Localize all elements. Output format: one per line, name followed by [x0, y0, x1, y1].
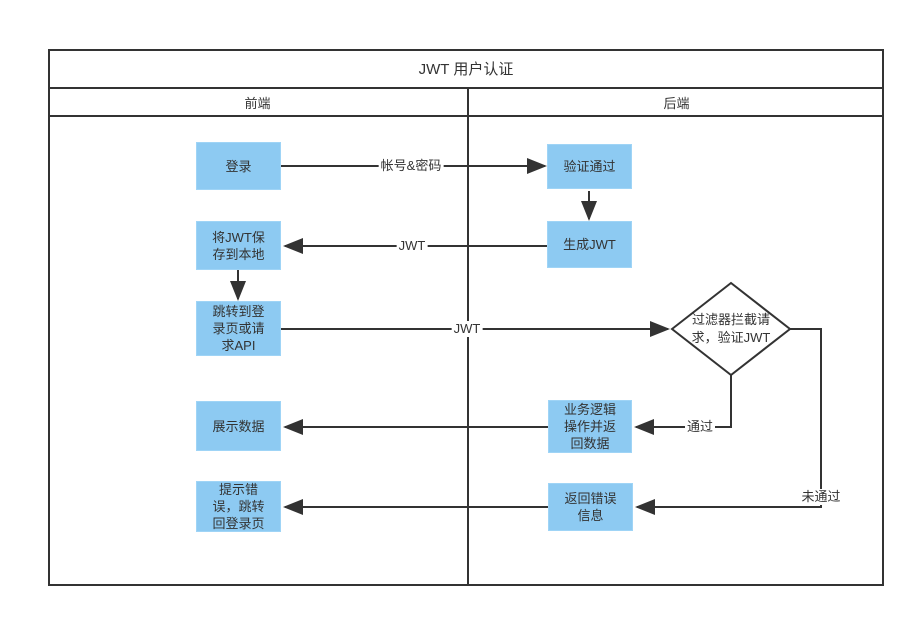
- node-business-logic: 业务逻辑 操作并返 回数据: [548, 400, 632, 453]
- node-redirect-or-request-api: 跳转到登 录页或请 求API: [196, 301, 281, 356]
- edge-label-fail: 未通过: [799, 489, 843, 505]
- edge-label-credentials: 帐号&密码: [378, 158, 444, 174]
- node-filter-verify-jwt: 过滤器拦截请 求，验证JWT: [691, 312, 771, 345]
- node-save-jwt-local: 将JWT保 存到本地: [196, 221, 281, 270]
- lane-header-frontend: 前端: [244, 95, 271, 111]
- node-display-data: 展示数据: [196, 401, 281, 451]
- node-generate-jwt: 生成JWT: [547, 221, 632, 268]
- node-verify-pass: 验证通过: [547, 144, 632, 189]
- edge-label-pass: 通过: [684, 419, 716, 435]
- swimlane-frame: [48, 49, 884, 586]
- node-login: 登录: [196, 142, 281, 190]
- edge-label-jwt-return: JWT: [396, 238, 428, 254]
- edge-label-jwt-request: JWT: [451, 321, 483, 337]
- lane-header-backend: 后端: [663, 95, 690, 111]
- node-show-error-redirect-login: 提示错 误，跳转 回登录页: [196, 481, 281, 532]
- diagram-title: JWT 用户认证: [418, 60, 514, 78]
- lane-header-separator: [48, 115, 884, 117]
- title-separator: [48, 87, 884, 89]
- node-return-error-info: 返回错误 信息: [548, 483, 633, 531]
